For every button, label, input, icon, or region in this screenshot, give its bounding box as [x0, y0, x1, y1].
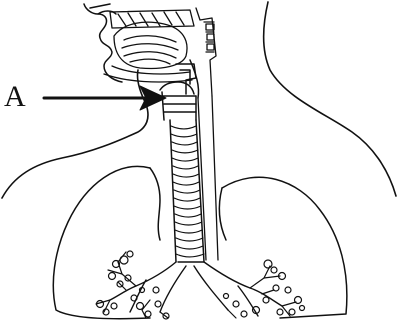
larynx	[160, 60, 199, 120]
spine	[196, 8, 216, 96]
right-lung	[219, 177, 346, 318]
label-a: A	[4, 82, 26, 112]
bronchi	[110, 262, 282, 316]
trachea-rings	[171, 126, 204, 257]
left-bronchial-tree	[96, 251, 169, 319]
pointer-arrow	[44, 86, 166, 110]
right-bronchial-tree	[224, 260, 305, 318]
esophagus	[198, 96, 218, 260]
head-profile	[84, 4, 122, 82]
left-lung	[53, 166, 160, 318]
nasal-cavity	[104, 10, 194, 82]
